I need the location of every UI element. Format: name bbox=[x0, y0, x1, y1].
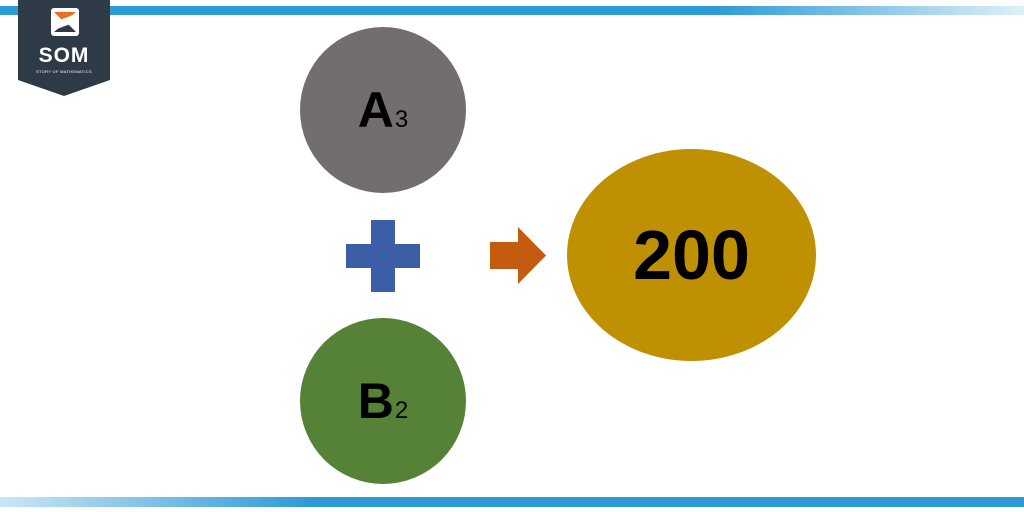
logo-title: SOM bbox=[38, 44, 90, 67]
result-value: 200 bbox=[633, 216, 750, 294]
logo-badge-shape bbox=[18, 0, 110, 96]
arrow-right-icon bbox=[490, 227, 546, 284]
node-a-letter: A bbox=[357, 82, 394, 138]
node-a-subscript: 3 bbox=[394, 106, 409, 133]
node-b-subscript: 2 bbox=[394, 397, 409, 424]
result-ellipse: 200 bbox=[567, 149, 816, 361]
top-accent-bar bbox=[0, 6, 1024, 15]
bottom-accent-bar bbox=[0, 497, 1024, 507]
som-logo: SOM STORY OF MATHEMATICS bbox=[18, 0, 110, 96]
logo-subtitle: STORY OF MATHEMATICS bbox=[36, 69, 92, 74]
plus-icon bbox=[346, 220, 420, 292]
s-logo-icon bbox=[51, 8, 79, 36]
node-b-letter: B bbox=[357, 373, 394, 429]
